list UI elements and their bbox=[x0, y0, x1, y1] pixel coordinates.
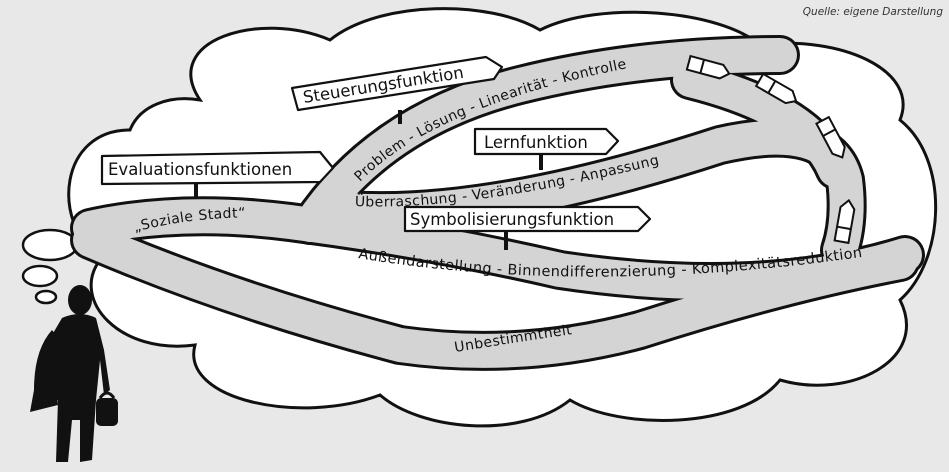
car-2 bbox=[754, 72, 798, 105]
sign-symbol bbox=[403, 205, 652, 233]
sign-label-symbol: Symbolisierungsfunktion bbox=[410, 210, 614, 229]
thought-bubbles bbox=[21, 228, 79, 305]
sign-steuerung bbox=[290, 55, 504, 112]
signs bbox=[100, 55, 652, 233]
person-silhouette bbox=[30, 285, 118, 462]
car-1 bbox=[685, 54, 731, 80]
thought-bubble-medium bbox=[21, 264, 59, 288]
source-note: Quelle: eigene Darstellung bbox=[802, 6, 943, 18]
sign-evaluation bbox=[100, 150, 335, 186]
cars bbox=[685, 54, 856, 245]
sign-label-lern: Lernfunktion bbox=[484, 133, 588, 152]
sign-label-evaluation: Evaluationsfunktionen bbox=[108, 160, 292, 179]
car-4 bbox=[833, 198, 856, 245]
road-unbest bbox=[73, 223, 917, 368]
thought-bubble-large bbox=[21, 228, 79, 262]
thought-bubble-small bbox=[34, 289, 58, 305]
sign-lern bbox=[473, 127, 620, 156]
car-3 bbox=[815, 115, 846, 159]
sign-posts bbox=[194, 110, 543, 250]
road-loop bbox=[673, 63, 852, 187]
